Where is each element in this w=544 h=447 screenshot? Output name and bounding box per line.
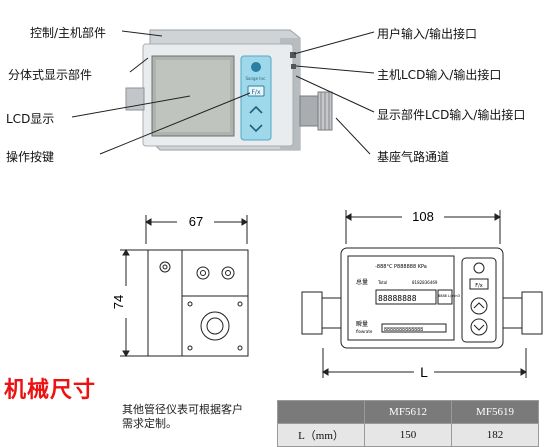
- spec-value-mf5619: 182: [451, 423, 539, 447]
- dim-width-side: 67: [189, 214, 203, 229]
- callout-lcd: LCD显示: [6, 112, 55, 126]
- callout-user-io: 用户输入/输出接口: [377, 27, 478, 41]
- callout-display-lcd-io: 显示部件LCD输入/输出接口: [377, 108, 526, 122]
- up-key-icon[interactable]: [249, 105, 263, 114]
- total-en-label: Total: [377, 280, 387, 285]
- dim-width-front: 108: [412, 209, 434, 224]
- callout-line-buttons: [99, 92, 251, 155]
- section-title: 机械尺寸: [4, 377, 97, 403]
- spec-header-mf5612: MF5612: [364, 400, 452, 424]
- drawing-up-icon: [473, 302, 485, 309]
- note-line-2: 需求定制。: [122, 417, 177, 430]
- flow-digits: 8888888888888: [384, 327, 423, 333]
- dim-height-side: 74: [111, 295, 126, 309]
- fx-key-label: F/x: [251, 89, 260, 96]
- callout-line-control: [121, 30, 163, 37]
- unit-box: 8888 L/min3: [438, 294, 460, 298]
- screen-top-readout: -888°C P888888 KPa: [375, 264, 427, 270]
- callout-control-main: 控制/主机部件: [30, 26, 107, 40]
- spec-row-length: L（mm） 150 182: [277, 423, 539, 447]
- flow-en-label: flowrate: [356, 329, 373, 334]
- callout-line-split: [129, 57, 149, 73]
- drawing-fx-key: F/x: [475, 283, 483, 289]
- spec-row-label: L（mm）: [277, 423, 365, 447]
- total-label: 总量: [356, 278, 368, 286]
- callout-line-main-lcd: [295, 65, 375, 74]
- note-line-1: 其他管径仪表可根据客户: [122, 403, 243, 416]
- dim-length: L: [420, 364, 428, 380]
- front-view-drawing: [301, 210, 543, 378]
- callout-line-lcd: [71, 95, 191, 118]
- flow-label: 瞬量: [356, 320, 368, 328]
- spec-header-empty: [277, 400, 365, 424]
- drawing-down-icon: [473, 324, 485, 331]
- key-panel: [240, 55, 272, 141]
- right-fitting: [299, 95, 321, 127]
- spec-value-mf5612: 150: [364, 423, 452, 447]
- total-digits: 88888888: [378, 294, 417, 303]
- spec-header-mf5619: MF5619: [451, 400, 539, 424]
- callout-gas-channel: 基座气路通道: [377, 150, 450, 164]
- total-code: 8182836469: [412, 280, 438, 285]
- callout-main-lcd-io: 主机LCD输入/输出接口: [377, 68, 502, 82]
- down-key-icon[interactable]: [249, 124, 263, 133]
- spec-header-row: MF5612 MF5619: [277, 400, 539, 424]
- lcd-glass: [156, 60, 230, 132]
- side-view-drawing: [120, 215, 249, 357]
- custom-note: 其他管径仪表可根据客户 需求定制。: [122, 403, 243, 431]
- callout-line-user-io: [293, 31, 375, 55]
- spec-table: MF5612 MF5619 L（mm） 150 182: [277, 400, 539, 447]
- device-brand: Sange Inc.: [246, 76, 267, 81]
- main-lcd-port: [291, 64, 296, 69]
- user-io-port: [290, 52, 296, 58]
- brand-logo: [251, 62, 261, 72]
- callout-buttons: 操作按键: [6, 150, 55, 164]
- fx-key[interactable]: [247, 85, 265, 97]
- callout-line-display-lcd: [295, 75, 375, 113]
- callout-split-display: 分体式显示部件: [8, 68, 93, 82]
- callout-line-gas: [335, 117, 371, 155]
